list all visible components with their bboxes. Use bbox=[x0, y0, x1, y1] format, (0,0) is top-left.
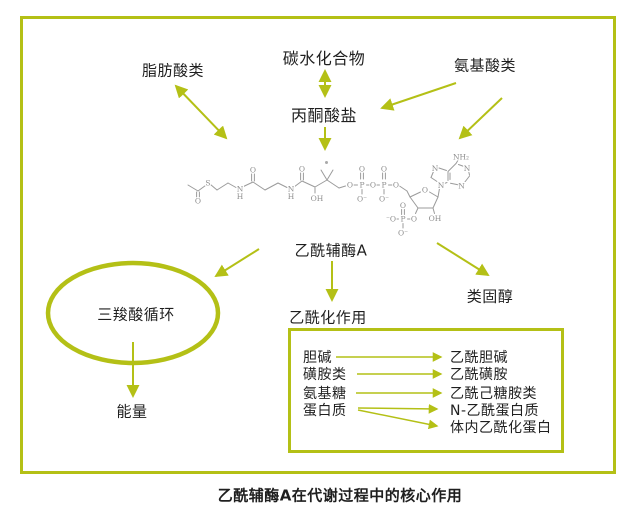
node-pyruvate: 丙酮酸盐 bbox=[290, 106, 358, 125]
node-carbohydrates: 碳水化合物 bbox=[282, 49, 366, 68]
box-product-acetylcholine: 乙酰胆碱 bbox=[450, 350, 508, 366]
box-source-aminosugar: 氨基糖 bbox=[303, 386, 347, 402]
box-product-nacetylprotein: N-乙酰蛋白质 bbox=[450, 403, 540, 419]
node-tca-cycle: 三羧酸循环 bbox=[97, 305, 175, 324]
outer-border bbox=[20, 16, 616, 474]
diagram-caption: 乙酰辅酶A在代谢过程中的核心作用 bbox=[217, 486, 463, 505]
dot-above-structure bbox=[325, 161, 328, 164]
node-amino-acids: 氨基酸类 bbox=[453, 56, 517, 75]
node-steroids: 类固醇 bbox=[466, 287, 514, 306]
box-source-protein: 蛋白质 bbox=[303, 403, 347, 419]
node-acetylation: 乙酰化作用 bbox=[289, 308, 367, 327]
box-source-choline: 胆碱 bbox=[303, 350, 332, 366]
box-product-acetylhexosamine: 乙酰己糖胺类 bbox=[450, 386, 537, 402]
node-fatty-acids: 脂肪酸类 bbox=[141, 61, 205, 80]
box-product-acetylsulfa: 乙酰磺胺 bbox=[450, 367, 508, 383]
node-energy: 能量 bbox=[116, 402, 148, 421]
box-source-sulfa: 磺胺类 bbox=[303, 367, 347, 383]
box-product-acetylated-protein: 体内乙酰化蛋白 bbox=[450, 420, 552, 436]
acetylation-box bbox=[288, 328, 564, 453]
node-acetyl-coa: 乙酰辅酶A bbox=[294, 241, 368, 260]
